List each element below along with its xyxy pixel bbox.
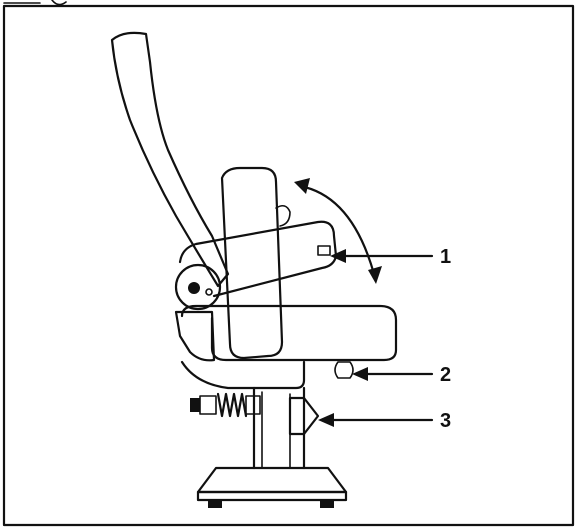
tilt-arrow bbox=[294, 178, 382, 284]
pivot-joint bbox=[174, 263, 222, 311]
back-latch bbox=[275, 204, 291, 227]
seat-base bbox=[180, 304, 398, 362]
spring-assembly bbox=[190, 392, 261, 418]
callout-1-label: 1 bbox=[440, 246, 451, 268]
backrest-arm bbox=[110, 31, 230, 288]
callout-3: 3 bbox=[318, 410, 451, 432]
seat-bracket bbox=[180, 360, 306, 390]
support-column bbox=[252, 386, 306, 470]
frame-border bbox=[2, 4, 575, 527]
callout-2-label: 2 bbox=[440, 364, 451, 386]
column-clamp-3 bbox=[288, 396, 320, 436]
lever-1 bbox=[317, 245, 331, 256]
tilt-cushion bbox=[178, 220, 338, 298]
callout-2: 2 bbox=[352, 364, 451, 386]
header-fragment bbox=[3, 0, 67, 6]
callout-1: 1 bbox=[330, 246, 451, 268]
back-panel bbox=[220, 166, 284, 360]
seat-side bbox=[174, 310, 216, 362]
callout-3-label: 3 bbox=[440, 410, 451, 432]
knob-2 bbox=[334, 361, 354, 379]
base-plate bbox=[196, 466, 348, 508]
